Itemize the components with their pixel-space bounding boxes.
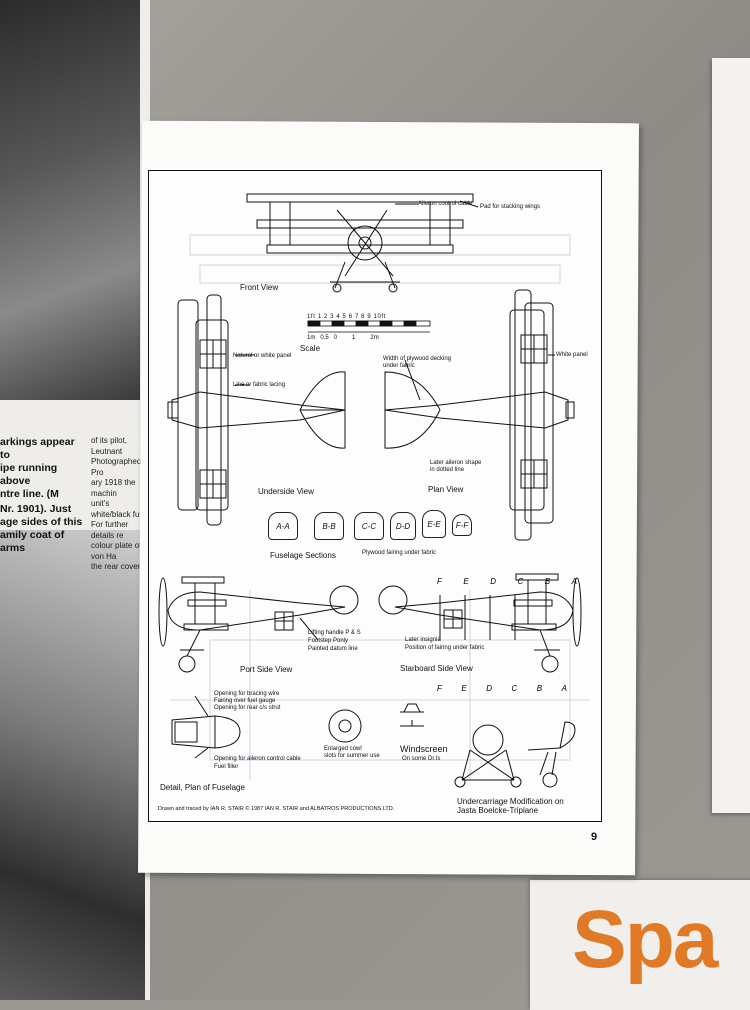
datum-line-label: Painted datum line [308, 646, 358, 652]
aileron-opening-label: Opening for aileron control cable [214, 756, 301, 762]
plywood-decking-label: Width of plywood decking under fabric [383, 356, 452, 369]
section-f-f: F-F [452, 514, 472, 536]
station-letter: D [486, 684, 493, 693]
scale-title: Scale [300, 344, 321, 353]
station-letters-top: F E D C B A [437, 577, 577, 586]
lacing-label: Line or fabric lacing [233, 382, 286, 388]
background-document [712, 58, 750, 813]
ghost-outline [170, 234, 590, 780]
section-e-e: E-E [422, 510, 446, 538]
caption-line: ary 1918 the machin [91, 478, 136, 498]
station-letter: B [536, 684, 543, 693]
natural-panel-label: Natural or white panel [233, 353, 292, 359]
plywood-fairing-label: Plywood fairing under fabric [362, 550, 437, 556]
caption-line: age sides of this [0, 516, 83, 528]
caption-line: arkings appear to [0, 436, 75, 461]
magazine-title: Spa [572, 894, 718, 985]
section-c-c: C-C [354, 512, 384, 540]
left-page: arkings appear to ipe running above ntre… [0, 0, 150, 1000]
fuel-filler-label: Fuel filler [214, 764, 239, 770]
cowl-slots-label: Enlarged cowl slots for summer use [324, 746, 380, 759]
page-number: 9 [591, 831, 598, 843]
section-d-d: D-D [390, 512, 416, 540]
caption-line: Nr. 1901). Just [0, 503, 72, 515]
scale-feet-ticks: 1ft 1 2 3 4 5 6 7 8 9 10ft [307, 314, 386, 320]
plan-view-drawing [384, 289, 575, 541]
aircraft-photo [0, 530, 145, 1000]
undercarriage-label-1: Undercarriage Modification on [457, 797, 564, 806]
later-insignia-label: Later insignia [405, 637, 441, 643]
section-b-b: B-B [314, 512, 344, 540]
caption-line: colour plate of von Ha [91, 541, 142, 561]
later-aileron-label: Later aileron shape in dotted line [430, 460, 482, 473]
fuel-gauge-label: Fairing over fuel gauge [214, 698, 276, 704]
white-panel-label: White panel [556, 352, 588, 358]
underside-view-label: Underside View [258, 487, 314, 496]
some-drs-label: On some Dr.Is [402, 756, 441, 762]
fuselage-sections-label: Fuselage Sections [270, 551, 336, 560]
caption-line: Photographed at Pro [91, 457, 150, 477]
pilot-photo [0, 0, 140, 400]
credit-line: Drawn and traced by IAN R. STAIR © 1987 … [158, 806, 395, 812]
station-letters-bottom: F E D C B A [437, 684, 567, 693]
station-letter: E [461, 684, 467, 693]
caption-line: ipe running above [0, 462, 58, 487]
station-letter: C [517, 577, 524, 586]
station-letter: A [561, 684, 567, 693]
starboard-side-view-label: Starboard Side View [400, 664, 473, 673]
front-view-drawing [246, 193, 479, 293]
lifting-handle-label: Lifting handle P & S [308, 630, 361, 636]
windscreen-label: Windscreen [400, 744, 448, 754]
drawing-frame [148, 170, 602, 822]
caption-line: ntre line. (M [0, 488, 59, 500]
caption-line: For further details re [91, 520, 129, 540]
station-letter: C [511, 684, 518, 693]
fuselage-detail-drawing [171, 695, 241, 759]
undercarriage-label-2: Jasta Boelcke-Triplane [457, 806, 539, 815]
caption-column-left: arkings appear to ipe running above ntre… [0, 436, 84, 555]
starboard-side-view-drawing [378, 573, 582, 673]
bracing-wire-label: Opening for bracing wire [214, 691, 280, 697]
plan-view-label: Plan View [428, 485, 464, 494]
underside-view-drawing [167, 294, 346, 526]
stacking-pad-label: Pad for stacking wings [480, 204, 541, 210]
rear-strut-label: Opening for rear c/s strut [214, 705, 281, 711]
caption-line: amily coat of arms [0, 529, 65, 554]
fairing-position-label: Position of fairing under fabric [405, 645, 485, 651]
scale-metre-ticks: 1m 0.5 0 1 2m [307, 335, 379, 341]
station-letter: A [571, 577, 577, 586]
scale-bar [307, 320, 431, 333]
front-view-label: Front View [240, 283, 279, 292]
section-a-a: A-A [268, 512, 298, 540]
magazine-cover [530, 880, 750, 1010]
detail-plan-label: Detail, Plan of Fuselage [160, 783, 245, 792]
detail-drawings [328, 703, 576, 788]
station-letter: E [463, 577, 469, 586]
station-letter: F [437, 577, 442, 586]
footstep-label: Footstep Ponly [308, 638, 349, 644]
aileron-cable-label: Aileron control cable [418, 201, 473, 207]
station-letter: B [544, 577, 551, 586]
port-side-view-drawing [158, 576, 359, 673]
caption-line: of its pilot, Leutnant [91, 436, 128, 456]
station-letter: F [437, 684, 442, 693]
caption-column-right: of its pilot, Leutnant Photographed at P… [91, 436, 150, 573]
port-side-view-label: Port Side View [240, 665, 293, 674]
caption-line: unit's white/black fus [91, 499, 144, 519]
caption-line: the rear cover. [91, 562, 143, 571]
station-letter: D [490, 577, 497, 586]
